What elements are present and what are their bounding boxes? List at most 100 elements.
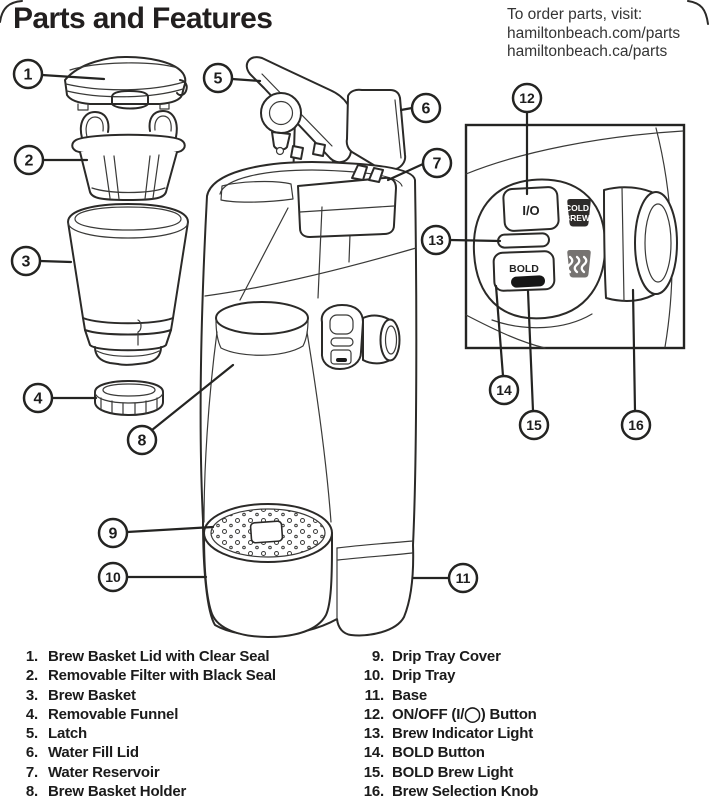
parts-list-item-10: 10. Drip Tray [352,666,538,685]
svg-text:14: 14 [496,382,512,398]
bold-brew-light [511,275,546,288]
callout-2: 2 [13,144,89,176]
svg-text:11: 11 [456,570,471,586]
brew-indicator-light [497,232,551,249]
parts-list-column-right: 9.Drip Tray Cover 10. Drip Tray 11. Base 1… [352,647,539,801]
parts-list-item-3: 3. Brew Basket [0,686,352,705]
callout-15: 15 [518,289,550,441]
parts-list-item-1: 1. Brew Basket Lid with Clear Seal [0,647,352,666]
brew-basket-holder-drawing [204,164,417,301]
parts-list-item-6: 6. Water Fill Lid [0,743,352,762]
svg-text:15: 15 [526,417,542,433]
item-label: Brew Basket Lid with Clear Seal [48,648,270,665]
base-drawing [336,540,414,620]
callout-12: 12 [511,82,543,196]
svg-text:16: 16 [628,417,644,433]
callouts: 1 2 3 4 5 6 7 [10,58,652,594]
power-button: I/O [502,186,560,232]
item-number: 4. [25,705,38,723]
item-label: Brew Indicator Light [392,725,534,743]
bold-button-label: BOLD [509,263,539,275]
callout-3: 3 [10,245,73,277]
parts-list: 1. Brew Basket Lid with Clear Seal 2. Remo… [0,647,709,801]
svg-text:1: 1 [24,67,33,84]
item-label: Brew Selection Knob [392,783,539,801]
callout-13: 13 [420,224,502,256]
page-border-corner-topleft [0,0,23,23]
parts-list-item-8: 8.Brew Basket Holder [0,782,352,801]
callout-5: 5 [202,62,262,94]
order-parts-info: To order parts, visit: hamiltonbeach.com… [507,6,680,62]
callout-8: 8 [126,363,235,456]
bold-button: BOLD [492,250,556,292]
item-number: 12. [363,705,384,723]
brew-basket-drawing [67,203,189,366]
svg-text:9: 9 [109,526,118,543]
parts-list-item-12: 12.ON/OFF (I/◯) Button [352,705,538,724]
parts-list-item-9: 9.Drip Tray Cover [352,647,538,666]
item-number: 8. [25,783,38,801]
callout-16: 16 [620,288,652,441]
cold-brew-badge: COLD BREW [564,199,591,227]
cup-rest-drawing [203,301,332,523]
control-panel-inset: I/O BOLD COLD BREW [464,123,686,350]
callout-4: 4 [22,382,98,414]
removable-filter-drawing [71,110,186,201]
parts-list-item-2: 2. Removable Filter with Black Seal [0,666,352,685]
parts-list-item-7: 7. Water Reservoir [0,763,352,782]
svg-text:10: 10 [105,569,121,585]
callout-7: 7 [386,147,453,182]
item-label: Removable Funnel [48,705,179,723]
item-number: 11. [364,686,385,704]
parts-list-item-4: 4. Removable Funnel [0,705,352,724]
svg-text:4: 4 [34,391,43,408]
item-label: Drip Tray [392,667,456,685]
item-number: 3. [25,686,38,704]
coffee-maker-drawing [199,56,418,638]
item-label: Removable Filter with Black Seal [48,667,276,685]
callout-14: 14 [488,284,520,406]
parts-list-item-14: 14.BOLD Button [352,743,538,762]
item-label: Water Reservoir [48,763,160,781]
page-border-corner-topright [687,0,709,25]
parts-list-item-13: 13. Brew Indicator Light [352,724,538,743]
item-number: 6. [25,744,38,762]
brew-basket-lid-drawing [64,56,188,111]
svg-text:6: 6 [422,101,431,118]
parts-list-item-11: 11. Base [352,686,538,705]
callout-10: 10 [97,561,208,593]
parts-list-item-15: 15.BOLD Brew Light [352,763,538,782]
cold-brew-label-line1: COLD [565,203,589,213]
power-button-label: I/O [522,203,539,218]
item-number: 10. [363,667,384,685]
item-label: Latch [48,725,88,743]
order-parts-line: To order parts, visit: [507,6,643,23]
item-label: Drip Tray Cover [392,648,501,665]
steam-waves-icon [566,255,588,274]
order-parts-url-ca: hamiltonbeach.ca/parts [507,43,668,60]
item-number: 2. [25,667,38,685]
item-number: 13. [363,725,384,743]
svg-text:13: 13 [428,232,444,248]
item-number: 7. [25,763,38,781]
item-label: Water Fill Lid [48,744,139,762]
brew-selection-knob-drawing [603,186,678,302]
item-number: 5. [25,725,38,743]
svg-text:8: 8 [138,433,147,450]
svg-text:12: 12 [519,90,535,106]
page-title: Parts and Features [13,2,273,35]
item-label: Base [392,686,428,704]
item-number: 14. [363,744,384,762]
item-label: BOLD Brew Light [392,763,514,781]
parts-list-item-16: 16. Brew Selection Knob [352,782,539,801]
item-label: Brew Basket [48,686,136,704]
svg-text:7: 7 [433,156,442,173]
item-number: 1. [25,648,38,665]
svg-text:5: 5 [214,71,223,88]
item-number: 16. [363,783,384,801]
svg-text:2: 2 [25,153,34,170]
removable-funnel-drawing [94,380,164,416]
hot-brew-badge [566,250,591,278]
parts-diagram: I/O BOLD COLD BREW [0,0,709,638]
callout-9: 9 [97,517,215,549]
